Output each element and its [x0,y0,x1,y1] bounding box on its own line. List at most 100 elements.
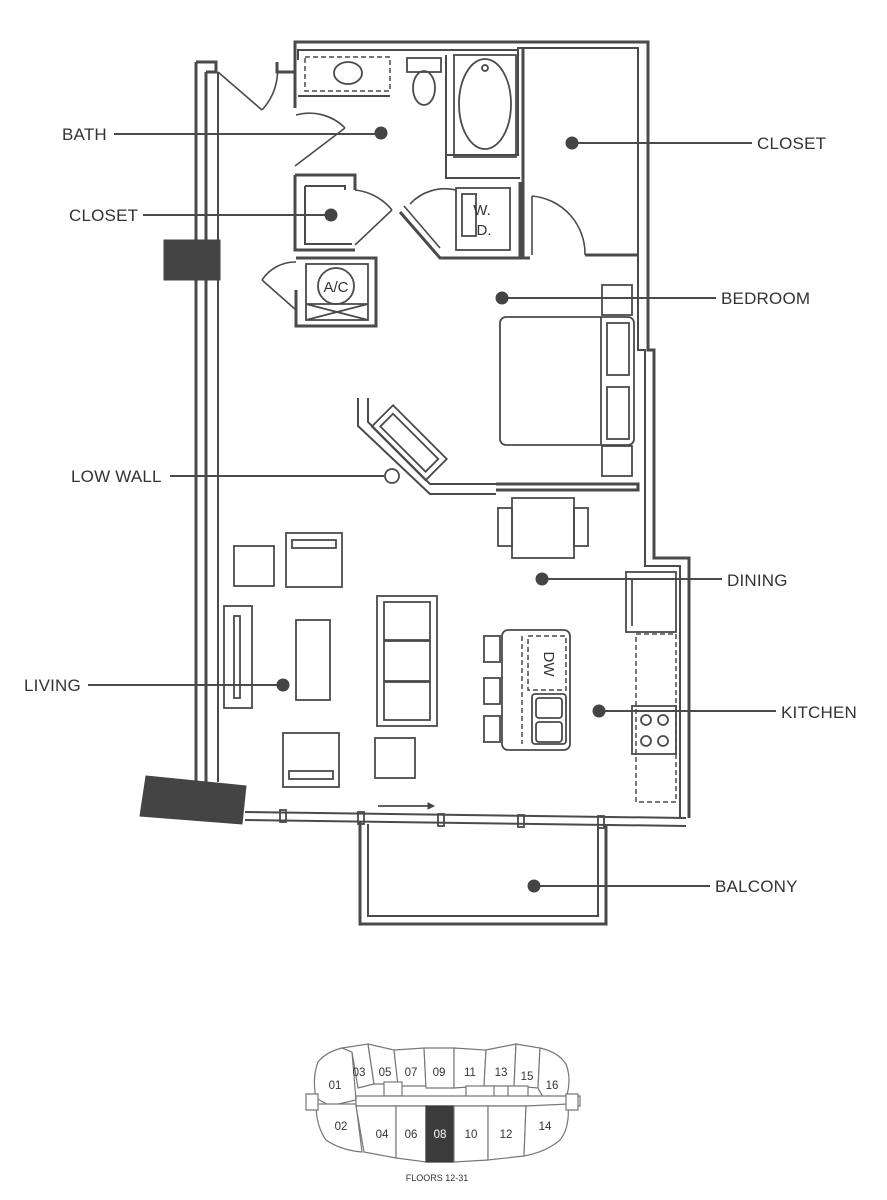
stool-1 [483,635,501,663]
label-bath: BATH [62,125,107,144]
key-label-02: 02 [335,1121,348,1133]
key-jog-right [565,1093,579,1111]
stool-3 [483,715,501,743]
nightstand-bottom [601,445,633,477]
label-low-wall: LOW WALL [71,467,162,486]
unit-02 [315,1103,363,1153]
armchair-bottom-back [288,770,334,780]
bedroom-furniture [357,284,640,495]
laundry [398,182,522,260]
island-sink [531,693,567,745]
key-plan: 01 03 05 07 09 11 13 15 16 02 04 06 08 1… [305,1043,581,1183]
wall-top-right-inner [297,47,681,818]
corridor [355,1095,581,1107]
ac-door-swing [261,261,297,281]
dot-bedroom [495,291,509,305]
arrow-head [427,802,436,810]
key-label-07: 07 [405,1067,418,1079]
key-label-03: 03 [353,1067,366,1079]
key-label-08: 08 [434,1129,447,1141]
sink [333,61,363,85]
dot-closet-right [565,136,579,150]
ac-closet [305,263,369,321]
window-line-1 [244,811,687,819]
side-table-bottom [374,737,416,779]
sink-basin-1 [535,697,563,719]
sink-basin-2 [535,721,563,743]
dot-dining [535,572,549,586]
burner [640,714,652,726]
closet-left-inner [304,186,352,245]
closet-right-wall [521,180,530,260]
exterior-walls [139,40,691,829]
dryer-label: D. [477,222,492,239]
dining-chair-right [573,507,589,547]
label-closet-right: CLOSET [757,134,826,153]
closet-right-area [521,180,638,260]
label-closet-left: CLOSET [69,206,138,225]
ac-label: A/C [323,279,348,296]
key-label-12: 12 [500,1129,513,1141]
vanity [304,56,391,92]
column-lower [139,775,247,825]
label-dining: DINING [727,571,788,590]
ac-wall [294,256,378,328]
burner [657,735,669,747]
side-table-top [233,545,275,587]
key-label-06: 06 [405,1129,418,1141]
dot-bath [374,126,388,140]
balcony [358,822,608,926]
key-label-13: 13 [495,1067,508,1079]
closet-left-area [261,173,393,328]
bench [370,403,449,482]
tub-wall [445,50,519,156]
key-label-09: 09 [433,1067,446,1079]
washer-dryer-panel [461,193,477,237]
low-wall [357,398,496,495]
refrigerator [625,571,677,633]
bedroom-partition [496,482,640,492]
wall-top-right-outer [275,40,691,818]
window-mullion [279,809,287,823]
key-plan-caption: FLOORS 12-31 [406,1173,469,1183]
cooktop [631,705,677,755]
leaders [88,126,776,893]
unit-01 [313,1047,357,1107]
key-label-10: 10 [465,1129,478,1141]
tub-basin [458,58,512,150]
sofa-cushion-2 [383,640,431,682]
unit-03 [339,1043,375,1089]
label-living: LIVING [24,676,81,695]
window-mullion [597,815,605,829]
unit-13 [483,1043,517,1087]
dot-balcony [527,879,541,893]
toilet-bowl [412,70,436,106]
laundry-wall [398,182,522,260]
key-label-15: 15 [521,1071,534,1083]
label-bedroom: BEDROOM [721,289,810,308]
sofa [376,595,438,727]
closet-door-swing [354,189,393,211]
closet-left-top-inner [305,185,346,190]
burner [657,714,669,726]
closet-door-leaf [354,209,393,246]
dishwasher [527,635,567,691]
armchair-top [285,532,343,588]
door-leaf [217,71,263,111]
balcony-rail-inner [367,824,599,917]
key-label-11: 11 [464,1067,476,1079]
closet-left-top [295,173,357,190]
stool-2 [483,677,501,705]
dishwasher-label: DW [540,652,557,678]
living-furniture [223,532,438,788]
dining-table [511,497,575,559]
dining-furniture [497,497,589,559]
low-wall-post [384,468,400,484]
tv [233,615,241,699]
bath-lower-wall [445,155,520,179]
label-balcony: BALCONY [715,877,798,896]
armchair-top-back [291,539,337,549]
sofa-cushion-3 [383,681,431,721]
wall-left-cap [196,60,218,74]
